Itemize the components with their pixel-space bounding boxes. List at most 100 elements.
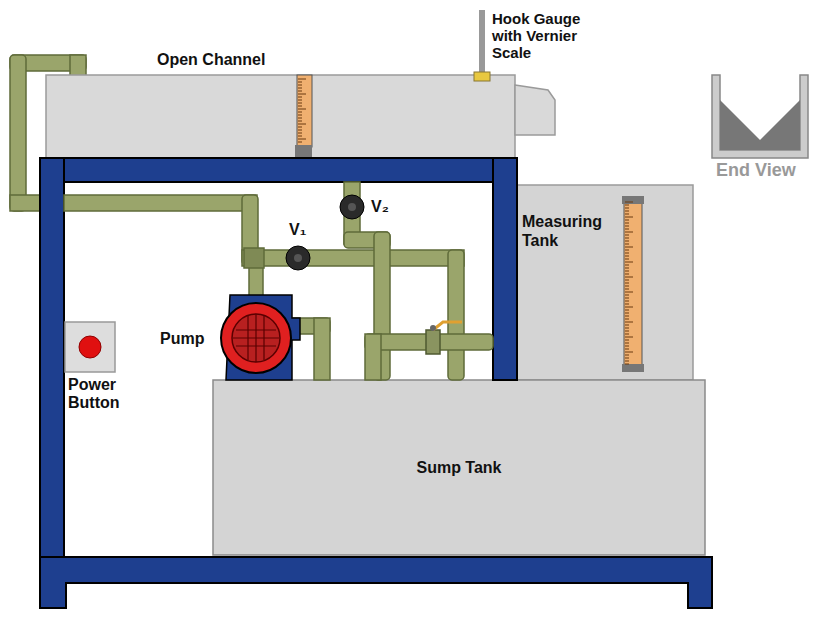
hook-gauge	[474, 10, 490, 81]
pump-symbol	[263, 316, 264, 360]
scale-tick	[298, 139, 306, 140]
measuring-tank-body	[517, 185, 693, 380]
internal-pipes	[242, 250, 464, 266]
scale-tick	[625, 247, 633, 248]
scale-tick	[625, 277, 633, 278]
scale-tick	[625, 358, 629, 359]
power-button	[65, 322, 115, 372]
scale-tick	[625, 325, 629, 326]
scale-tick	[625, 256, 629, 257]
internal-pipes	[314, 318, 330, 380]
scale-tick	[298, 136, 302, 137]
node-title: Open Channel	[157, 50, 265, 69]
part-label: Pump	[160, 330, 204, 348]
scale-tick	[298, 94, 306, 95]
scale-tick	[625, 250, 629, 251]
scale-tick	[625, 265, 629, 266]
scale-tick	[625, 304, 629, 305]
support-frame	[493, 158, 517, 380]
scale-tick	[625, 334, 629, 335]
channel-scale	[297, 75, 312, 147]
support-frame	[40, 158, 64, 558]
end-view-profile	[712, 75, 808, 158]
scale-tick	[625, 235, 629, 236]
scale-tick	[625, 352, 633, 353]
scale-tick	[625, 280, 629, 281]
ball-valve	[433, 322, 462, 330]
valve-label: V₂	[371, 198, 389, 216]
internal-pipes	[448, 250, 464, 380]
scale-tick	[625, 244, 629, 245]
scale-tick	[625, 310, 629, 311]
scale-tick	[625, 319, 629, 320]
scale-tick	[625, 214, 629, 215]
hook-gauge	[474, 72, 490, 81]
scale-tick	[625, 217, 633, 218]
scale-tick	[625, 262, 633, 263]
end-view-profile	[720, 100, 800, 150]
support-frame	[40, 158, 712, 608]
scale-tick	[625, 364, 629, 365]
valve-hub	[348, 203, 356, 211]
scale-tick	[625, 349, 629, 350]
sump-tank-body	[213, 380, 705, 555]
scale-tick	[298, 115, 302, 116]
scale-tick	[625, 268, 629, 269]
scale-tick	[625, 241, 629, 242]
open-channel-body	[46, 75, 555, 158]
pump-symbol	[221, 303, 291, 373]
scale-tick	[625, 295, 629, 296]
scale-tick	[298, 133, 302, 134]
scale-tick	[625, 292, 633, 293]
scale-tick	[625, 229, 629, 230]
scale-tick	[298, 124, 306, 125]
scale-tick	[625, 283, 629, 284]
scale-tick	[298, 121, 302, 122]
tank-scale	[622, 364, 644, 372]
scale-tick	[298, 106, 302, 107]
scale-tick	[625, 238, 629, 239]
view-label: End View	[716, 160, 796, 181]
scale-tick	[625, 328, 629, 329]
power-button	[79, 336, 101, 358]
scale-tick	[298, 91, 302, 92]
scale-tick	[625, 220, 629, 221]
scale-tick	[625, 313, 629, 314]
internal-pipes	[64, 182, 493, 380]
hook-gauge	[479, 10, 485, 72]
scale-tick	[625, 286, 629, 287]
measuring-tank: Measuring Tank	[517, 185, 693, 380]
support-frame	[40, 557, 712, 608]
gate-valve	[340, 195, 364, 219]
measuring-tank-body	[517, 185, 693, 380]
support-frame	[40, 158, 517, 182]
scale-tick	[625, 331, 629, 332]
pump-symbol	[221, 295, 300, 380]
node-title: Sump Tank	[416, 458, 501, 477]
ball-valve	[426, 322, 462, 354]
scale-tick	[298, 103, 302, 104]
scale-tick	[625, 298, 629, 299]
scale-tick	[298, 82, 302, 83]
scale-tick	[625, 316, 629, 317]
scale-tick	[625, 337, 633, 338]
scale-tick	[625, 355, 629, 356]
channel-scale	[295, 75, 312, 157]
pump-symbol	[247, 316, 248, 360]
channel-scale	[298, 79, 306, 142]
pump-symbol	[255, 314, 256, 362]
scale-tick	[625, 253, 629, 254]
scale-tick	[625, 274, 629, 275]
internal-pipes	[244, 248, 264, 268]
pump-symbol	[233, 314, 279, 362]
scale-tick	[298, 109, 306, 110]
ball-valve	[426, 330, 440, 354]
scale-tick	[625, 307, 633, 308]
scale-tick	[298, 127, 302, 128]
internal-pipes	[64, 195, 257, 211]
scale-tick	[625, 202, 633, 203]
scale-tick	[298, 118, 302, 119]
scale-tick	[625, 205, 629, 206]
